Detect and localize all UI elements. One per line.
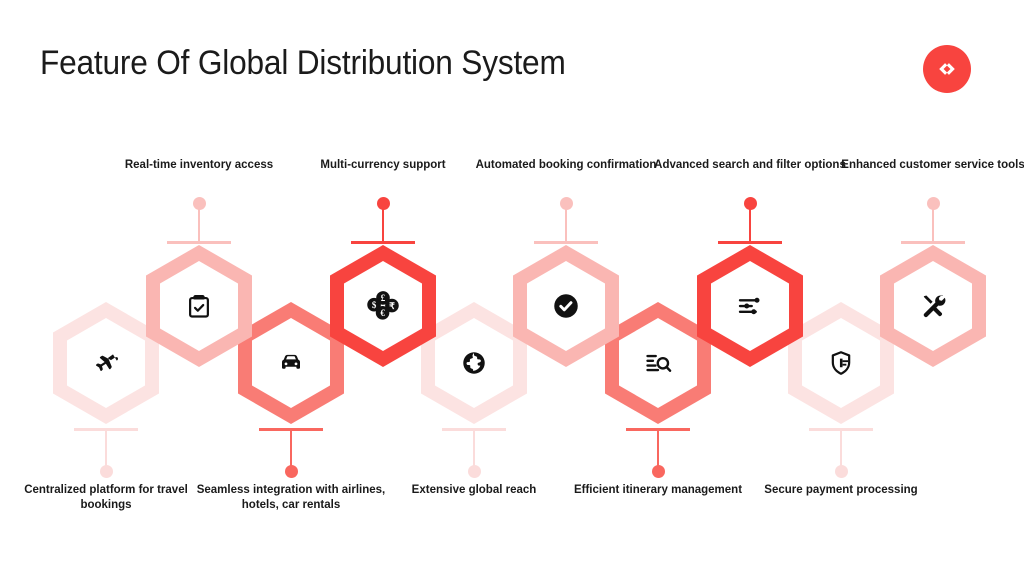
svg-text:£: £	[381, 293, 386, 303]
hexagon-inner	[802, 318, 880, 408]
connector-stem	[656, 428, 660, 468]
connector-dot	[284, 465, 298, 478]
svg-text:$: $	[372, 300, 377, 310]
car-icon	[274, 346, 308, 380]
connector-dot	[376, 197, 390, 210]
globe-icon	[457, 346, 491, 380]
connector-stem	[839, 428, 843, 468]
hexagon-inner	[619, 318, 697, 408]
connector-dot	[467, 465, 481, 478]
connector-stem	[197, 203, 201, 243]
connector-stem	[381, 203, 385, 243]
svg-text:₹: ₹	[389, 301, 395, 311]
connector-stem	[931, 203, 935, 243]
brand-logo	[923, 45, 971, 93]
node-label-5: Extensive global reach	[411, 484, 537, 496]
hexagon-ring	[513, 245, 619, 367]
hexagon-inner	[894, 261, 972, 351]
node-label-1: Centralized platform for travel bookings	[24, 484, 188, 511]
hexagon-inner	[67, 318, 145, 408]
node-label-7: Efficient itinerary management	[573, 484, 743, 496]
node-label-2: Real-time inventory access	[124, 159, 274, 171]
node-label-8: Advanced search and filter options	[654, 159, 846, 171]
connector-dot	[743, 197, 757, 210]
list-search-icon	[641, 346, 675, 380]
node-label-6: Automated booking confirmation	[475, 159, 657, 171]
clipboard-check-icon	[182, 289, 216, 323]
svg-text:€: €	[380, 308, 385, 318]
tools-icon	[916, 289, 950, 323]
multi-currency-coins-icon: £ $ ₹ €	[366, 289, 400, 323]
connector-dot	[99, 465, 113, 478]
hexagon-inner	[527, 261, 605, 351]
hexagon-ring	[697, 245, 803, 367]
hexagon-ring	[146, 245, 252, 367]
page-title: Feature Of Global Distribution System	[40, 44, 566, 82]
connector-dot	[192, 197, 206, 210]
code-brackets-icon	[934, 56, 960, 82]
hexagon-ring	[605, 302, 711, 424]
hexagon-inner: £ $ ₹ €	[344, 261, 422, 351]
node-label-10: Enhanced customer service tools	[841, 159, 1024, 171]
node-label-4: Multi-currency support	[320, 159, 446, 171]
connector-stem	[564, 203, 568, 243]
hexagon-inner	[160, 261, 238, 351]
node-label-3: Seamless integration with airlines, hote…	[196, 484, 386, 511]
hexagon-inner	[252, 318, 330, 408]
filter-sliders-icon	[733, 289, 767, 323]
hexagon-ring: £ $ ₹ €	[330, 245, 436, 367]
hexagon-inner	[711, 261, 789, 351]
connector-stem	[748, 203, 752, 243]
connector-dot	[559, 197, 573, 210]
hexagon-ring	[421, 302, 527, 424]
hexagon-ring	[238, 302, 344, 424]
header-bar: Feature Of Global Distribution System	[0, 0, 1024, 130]
check-circle-icon	[549, 289, 583, 323]
connector-dot	[834, 465, 848, 478]
connector-dot	[926, 197, 940, 210]
shield-lock-icon	[824, 346, 858, 380]
connector-stem	[472, 428, 476, 468]
hexagon-ring	[53, 302, 159, 424]
node-label-9: Secure payment processing	[764, 484, 918, 496]
hexagon-inner	[435, 318, 513, 408]
airplane-icon	[89, 346, 123, 380]
hexagon-ring	[880, 245, 986, 367]
connector-dot	[651, 465, 665, 478]
hexagon-ring	[788, 302, 894, 424]
connector-stem	[104, 428, 108, 468]
connector-stem	[289, 428, 293, 468]
